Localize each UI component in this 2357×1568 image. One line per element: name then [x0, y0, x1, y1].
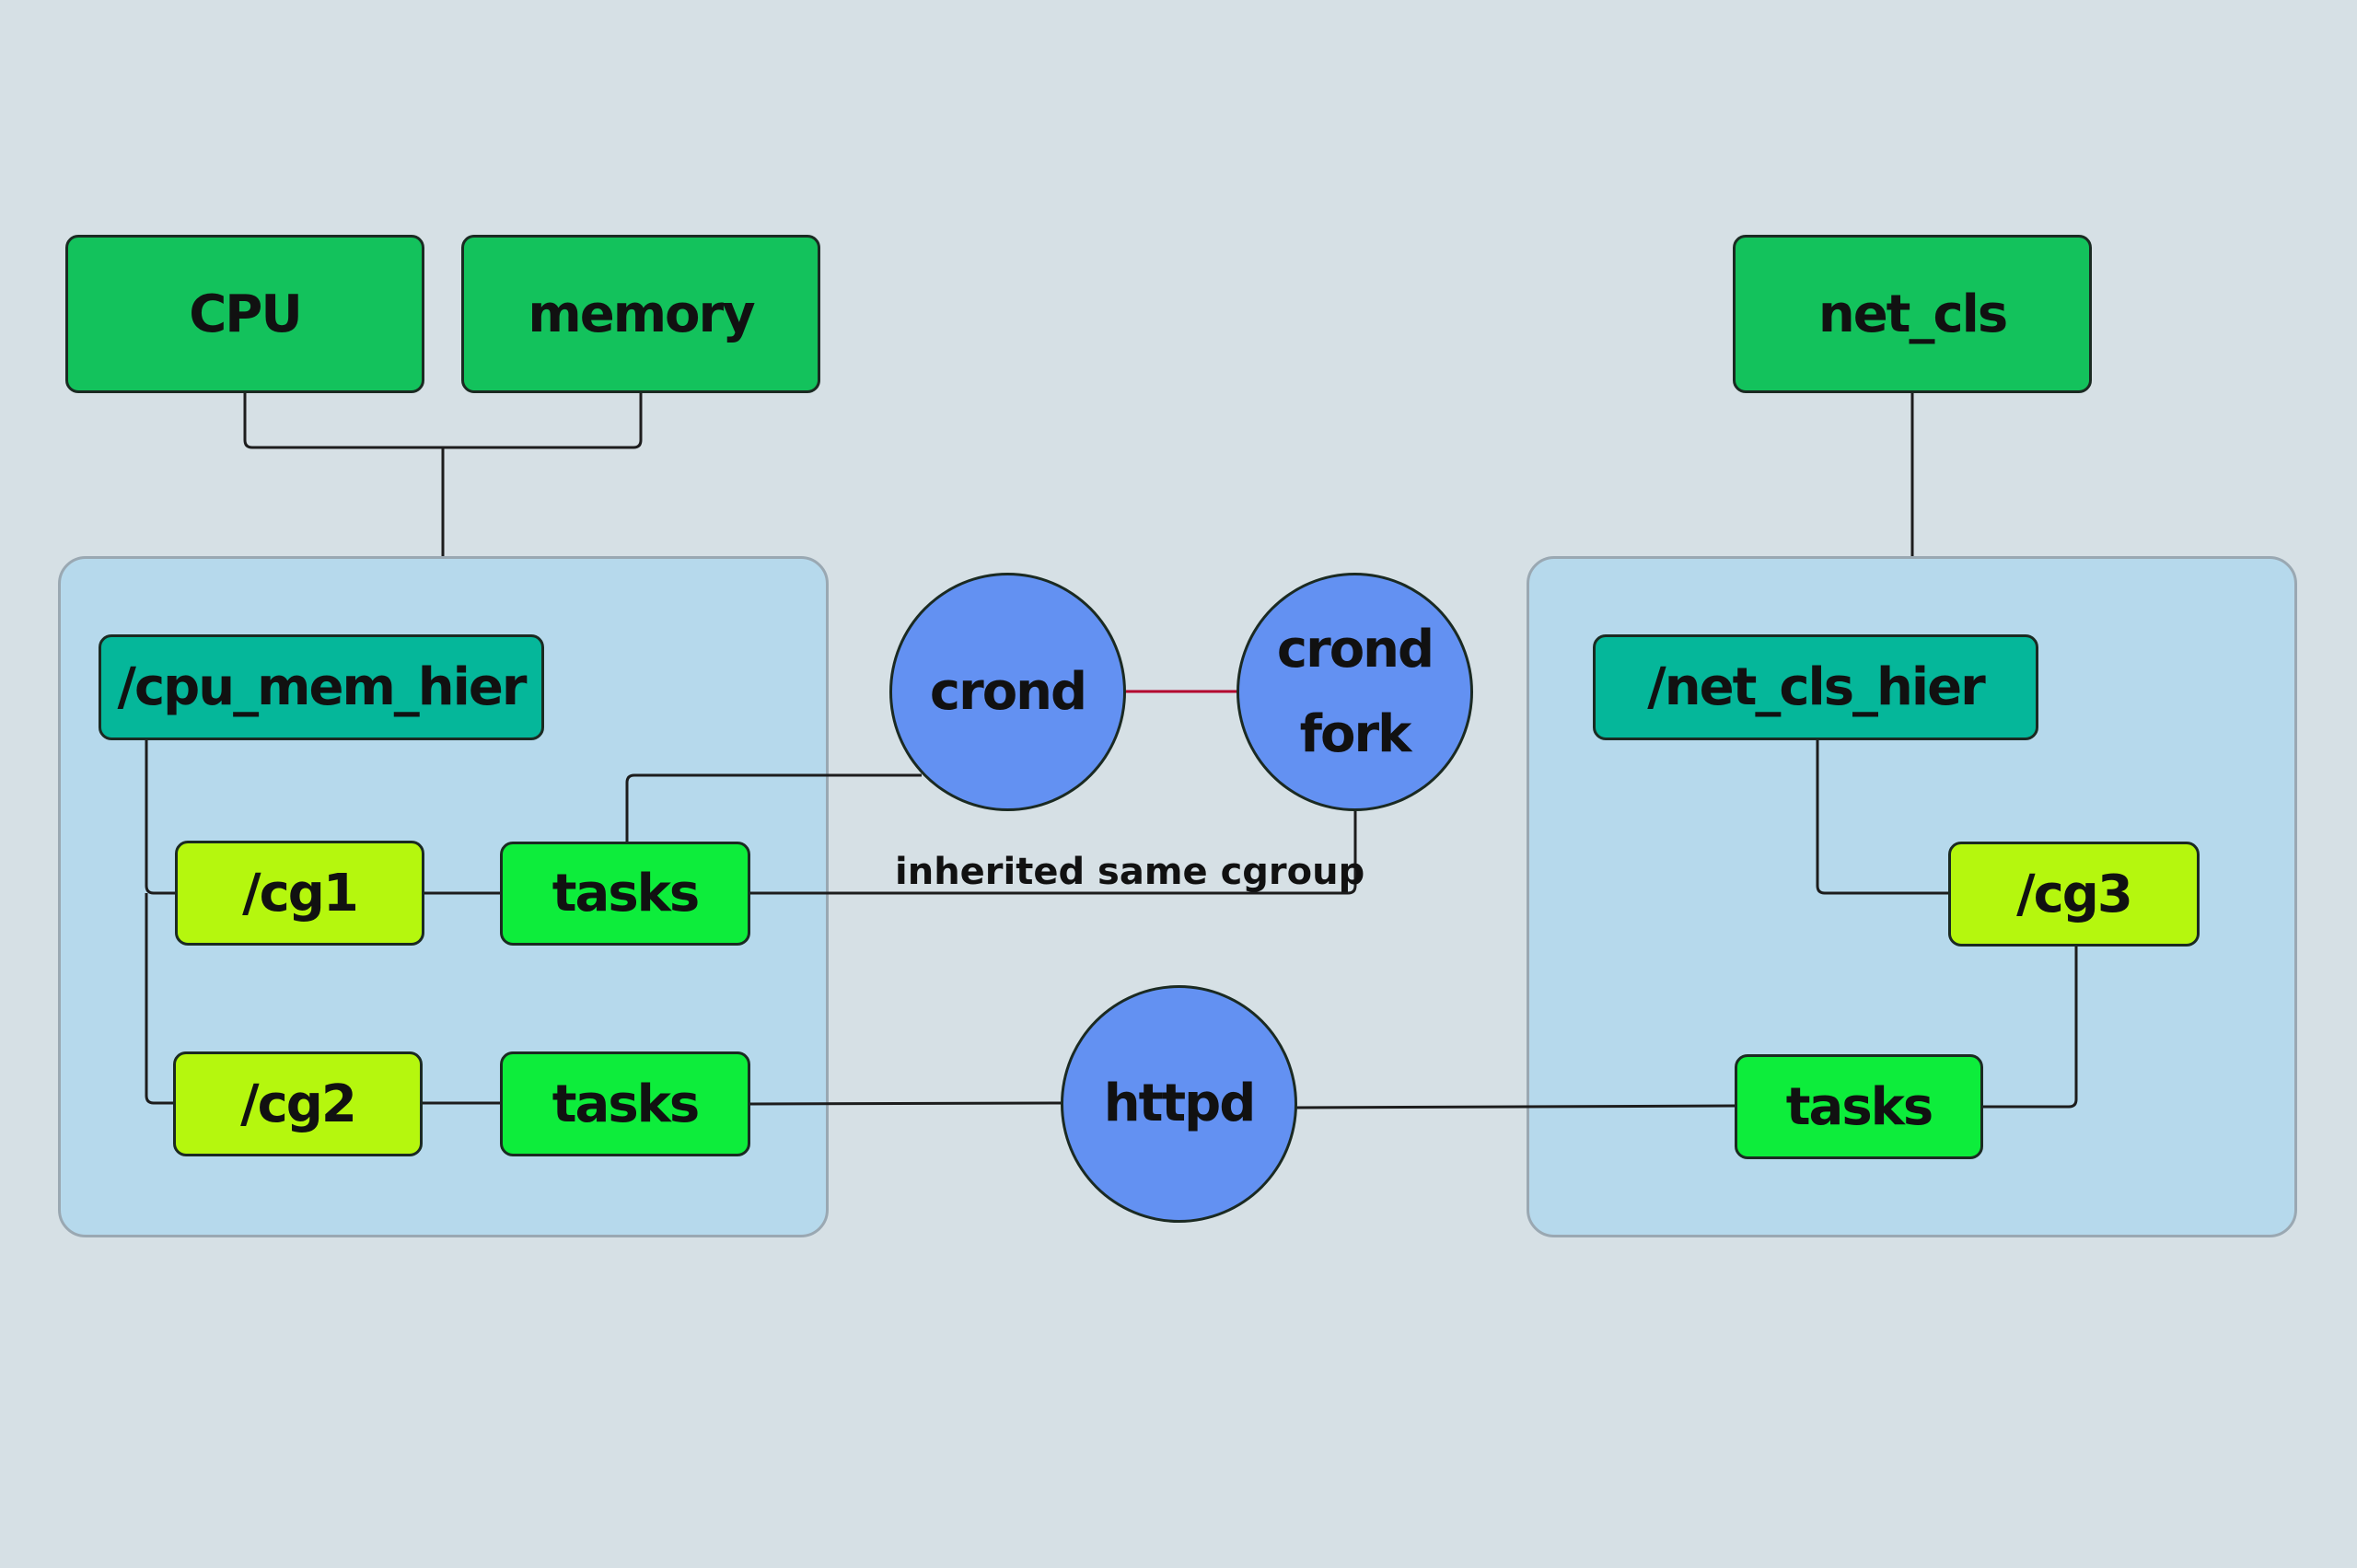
- crond-fork-label-line1: crond: [1276, 619, 1434, 679]
- cg3-tasks-node: tasks: [1735, 1054, 1983, 1159]
- httpd-left-line: [749, 1101, 1062, 1106]
- net-cls-subsystem: net_cls: [1733, 235, 2092, 393]
- cg3-node: /cg3: [1948, 842, 2200, 947]
- cg1-tasks-node: tasks: [500, 842, 750, 946]
- crond-label: crond: [929, 661, 1087, 722]
- crond-to-tasks-line: [625, 773, 922, 842]
- cpu-subsystem: CPU: [65, 235, 424, 393]
- net-cls-hier-root: /net_cls_hier: [1593, 634, 2038, 740]
- root-to-cg2-line: [145, 893, 173, 1105]
- httpd-right-line: [1295, 1104, 1736, 1109]
- cg2-node: /cg2: [173, 1051, 423, 1156]
- httpd-label: httpd: [1103, 1074, 1257, 1133]
- memory-subsystem: memory: [461, 235, 820, 393]
- inherited-line: [750, 811, 1357, 895]
- cg1-node: /cg1: [175, 841, 424, 946]
- httpd-process: httpd: [1061, 985, 1297, 1223]
- cg2-tasks-node: tasks: [500, 1051, 750, 1156]
- subsystem-join-line: [243, 393, 643, 449]
- crond-fork-process: crond fork: [1237, 573, 1473, 811]
- cg3-to-tasks-line: [1982, 947, 2078, 1109]
- root-to-cg1-line: [145, 740, 175, 895]
- crond-process: crond: [889, 573, 1126, 811]
- crond-fork-label-line2: fork: [1299, 703, 1412, 764]
- cpu-mem-hier-root: /cpu_mem_hier: [99, 634, 544, 740]
- inherited-annotation: inherited same cgroup: [895, 851, 1365, 893]
- net-cls-root-to-cg3-line: [1816, 740, 1948, 895]
